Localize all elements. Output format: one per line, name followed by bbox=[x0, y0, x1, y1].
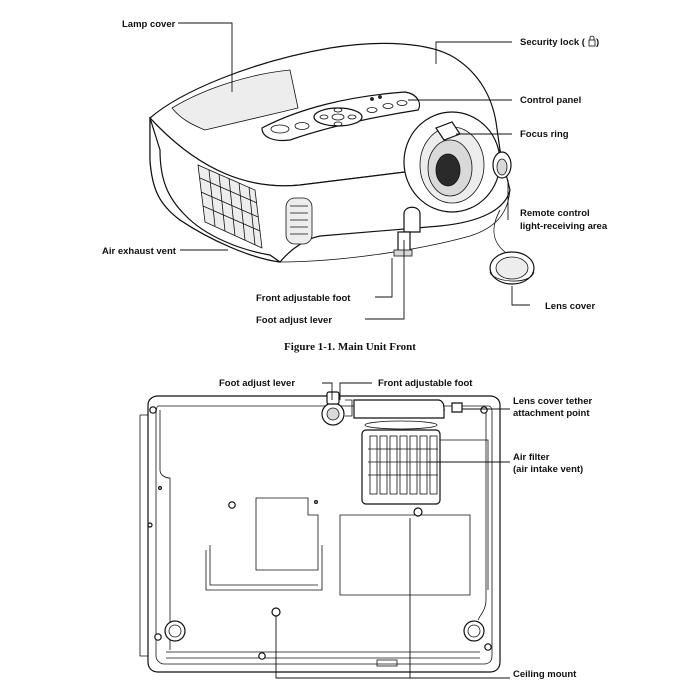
lock-icon bbox=[588, 35, 596, 47]
remote-sensor-window bbox=[492, 151, 512, 179]
figure-caption: Figure 1-1. Main Unit Front bbox=[284, 341, 416, 353]
figure-main-unit-front: Lamp cover Security lock ( ) Control pan… bbox=[102, 19, 608, 353]
tether-attachment-point bbox=[451, 402, 463, 413]
filter-slots bbox=[368, 435, 438, 495]
label-lens-cover: Lens cover bbox=[545, 301, 595, 312]
label-tether-line1: Lens cover tether bbox=[513, 396, 592, 407]
lamp-cover-panel bbox=[171, 69, 299, 131]
label-air-exhaust-vent: Air exhaust vent bbox=[102, 246, 177, 257]
air-exhaust-vent-grille bbox=[197, 164, 263, 249]
label-foot-adjust-lever: Foot adjust lever bbox=[256, 315, 332, 326]
label-foot-adjust-lever-bottom: Foot adjust lever bbox=[219, 378, 295, 389]
label-security-lock: Security lock ( bbox=[520, 37, 586, 48]
bottom-front-foot bbox=[321, 391, 353, 426]
label-security-lock-end: ) bbox=[596, 37, 599, 48]
label-remote-line2: light-receiving area bbox=[520, 221, 608, 232]
label-air-filter-line2: (air intake vent) bbox=[513, 464, 583, 475]
air-filter bbox=[353, 399, 445, 505]
control-panel bbox=[261, 91, 421, 142]
lens-cover bbox=[489, 209, 535, 285]
label-ceiling-mount: Ceiling mount bbox=[513, 669, 577, 680]
bottom-panels bbox=[205, 439, 489, 667]
label-front-adjustable-foot: Front adjustable foot bbox=[256, 293, 351, 304]
label-tether-line2: attachment point bbox=[513, 408, 590, 419]
label-security-lock-group: Security lock ( ) bbox=[520, 35, 599, 48]
leader-lines-fig1 bbox=[178, 22, 530, 320]
figure-bottom-view: Foot adjust lever Front adjustable foot … bbox=[139, 378, 592, 680]
lens-assembly bbox=[403, 111, 501, 213]
label-front-adjustable-foot-bottom: Front adjustable foot bbox=[378, 378, 473, 389]
bottom-outer-shell bbox=[147, 395, 501, 673]
leader-lines-fig2 bbox=[275, 382, 510, 679]
label-remote-line1: Remote control bbox=[520, 208, 590, 219]
label-control-panel: Control panel bbox=[520, 95, 581, 106]
front-vent bbox=[285, 197, 313, 245]
rear-feet bbox=[164, 620, 485, 642]
label-focus-ring: Focus ring bbox=[520, 129, 569, 140]
label-lamp-cover: Lamp cover bbox=[122, 19, 176, 30]
label-air-filter-line1: Air filter bbox=[513, 452, 550, 463]
